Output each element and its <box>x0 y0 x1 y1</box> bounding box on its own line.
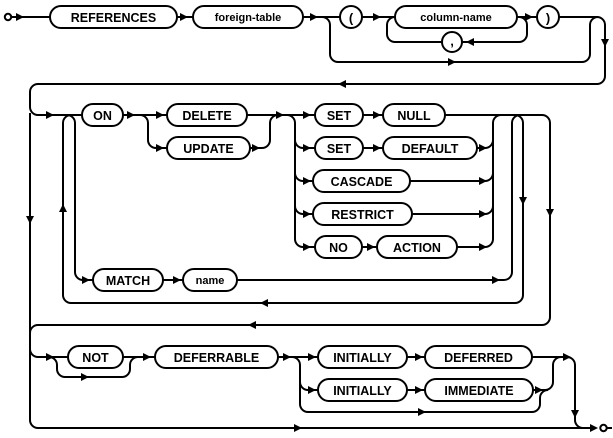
punctuation-left-paren: ( <box>339 5 363 29</box>
keyword-delete-label: DELETE <box>182 109 231 123</box>
keyword-restrict-label: RESTRICT <box>331 208 394 222</box>
keyword-cascade-label: CASCADE <box>331 175 393 189</box>
start-terminal-icon <box>3 12 13 22</box>
keyword-no-label: NO <box>329 241 348 255</box>
keyword-null: NULL <box>382 103 446 127</box>
keyword-set2-label: SET <box>327 142 352 156</box>
nonterminal-column-name-label: column-name <box>420 12 492 24</box>
keyword-set1-label: SET <box>327 109 352 123</box>
keyword-default-label: DEFAULT <box>402 142 459 156</box>
keyword-default: DEFAULT <box>382 136 478 160</box>
end-terminal-icon <box>599 423 608 433</box>
keyword-update-label: UPDATE <box>183 142 233 156</box>
keyword-references-label: REFERENCES <box>71 11 156 25</box>
keyword-deferrable: DEFERRABLE <box>154 345 279 369</box>
keyword-action: ACTION <box>376 235 458 259</box>
nonterminal-foreign-table-label: foreign-table <box>215 12 282 24</box>
keyword-on: ON <box>81 103 124 127</box>
connector-lines <box>11 16 612 429</box>
keyword-references: REFERENCES <box>49 5 178 29</box>
punctuation-comma: , <box>441 31 463 53</box>
syntax-nodes: REFERENCES foreign-table ( column-name ,… <box>49 5 560 402</box>
keyword-action-label: ACTION <box>393 241 441 255</box>
keyword-null-label: NULL <box>397 109 431 123</box>
keyword-delete: DELETE <box>166 103 248 127</box>
keyword-initially2-label: INITIALLY <box>333 384 392 398</box>
punctuation-right-paren: ) <box>536 5 560 29</box>
keyword-set-default-set: SET <box>314 136 364 160</box>
keyword-deferred-label: DEFERRED <box>444 351 513 365</box>
keyword-immediate-label: IMMEDIATE <box>444 384 513 398</box>
nonterminal-column-name: column-name <box>394 5 518 29</box>
keyword-on-label: ON <box>93 109 112 123</box>
keyword-not: NOT <box>67 345 124 369</box>
keyword-update: UPDATE <box>166 136 251 160</box>
keyword-not-label: NOT <box>82 351 109 365</box>
keyword-initially-immediate-initially: INITIALLY <box>317 378 408 402</box>
left-paren-label: ( <box>349 11 354 26</box>
nonterminal-name-label: name <box>196 275 225 287</box>
keyword-immediate: IMMEDIATE <box>424 378 534 402</box>
keyword-cascade: CASCADE <box>312 169 411 193</box>
keyword-match: MATCH <box>92 268 164 292</box>
nonterminal-foreign-table: foreign-table <box>192 5 304 29</box>
keyword-no: NO <box>314 235 363 259</box>
keyword-set-null-set: SET <box>314 103 364 127</box>
nonterminal-name: name <box>182 268 238 292</box>
keyword-restrict: RESTRICT <box>312 202 413 226</box>
comma-label: , <box>450 34 454 49</box>
keyword-initially-deferred-initially: INITIALLY <box>317 345 408 369</box>
keyword-deferrable-label: DEFERRABLE <box>174 351 259 365</box>
right-paren-label: ) <box>546 11 550 26</box>
keyword-deferred: DEFERRED <box>424 345 533 369</box>
keyword-match-label: MATCH <box>106 274 150 288</box>
keyword-initially1-label: INITIALLY <box>333 351 392 365</box>
arrowheads <box>16 13 609 432</box>
